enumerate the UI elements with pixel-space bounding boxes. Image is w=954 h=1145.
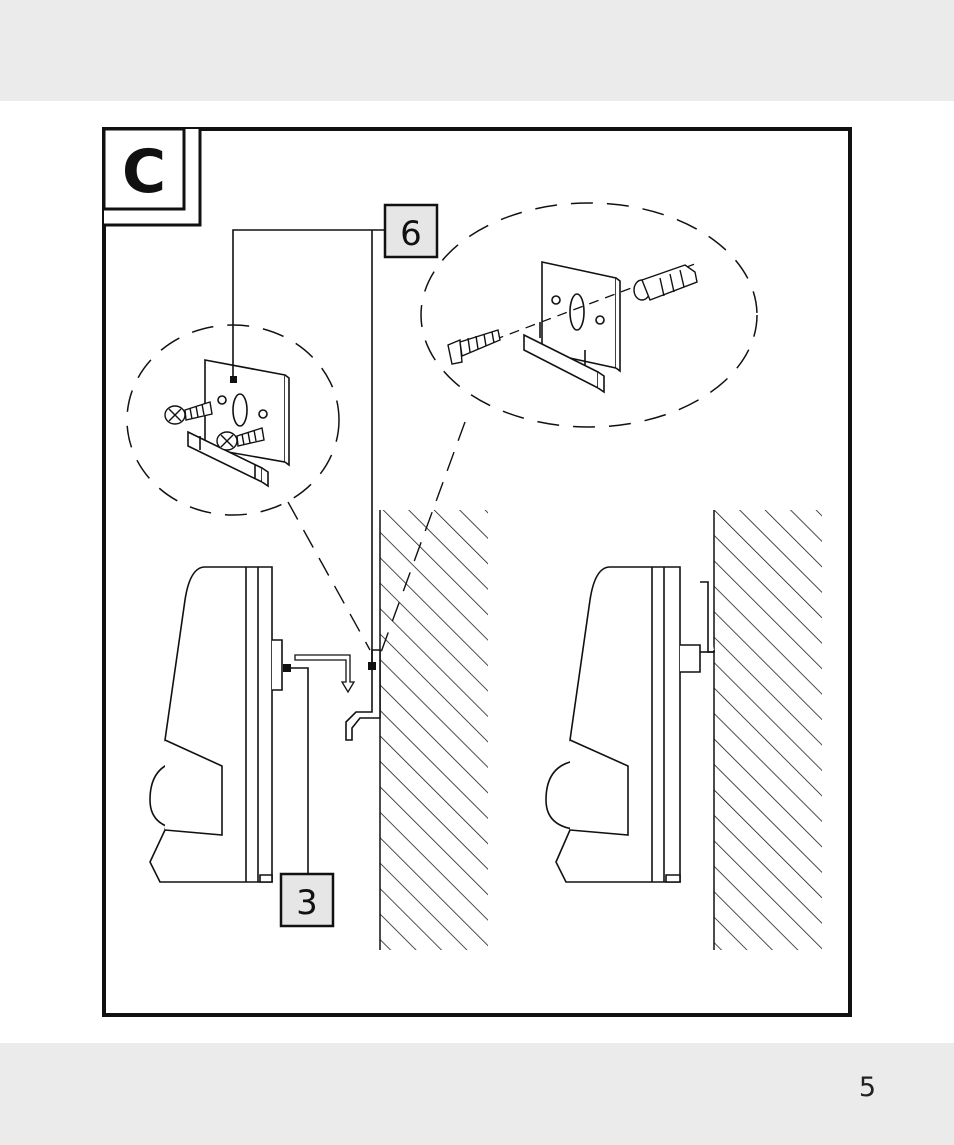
callout-6-label: 6: [400, 214, 422, 254]
wall-plug-icon: [634, 265, 697, 300]
motion-detector-left: [150, 567, 282, 882]
wall-right: [714, 510, 822, 950]
wall-left: [380, 510, 488, 950]
screw-icon: [448, 330, 500, 364]
callout-3-label: 3: [296, 883, 318, 923]
bracket-detail-right: [524, 262, 620, 392]
callout-3: 3: [281, 664, 333, 926]
section-letter-badge: C: [104, 129, 200, 225]
motion-detector-right: [546, 567, 714, 882]
section-letter: C: [122, 137, 166, 207]
insert-arrow: [295, 655, 354, 692]
bracket-detail-left: [188, 360, 289, 486]
